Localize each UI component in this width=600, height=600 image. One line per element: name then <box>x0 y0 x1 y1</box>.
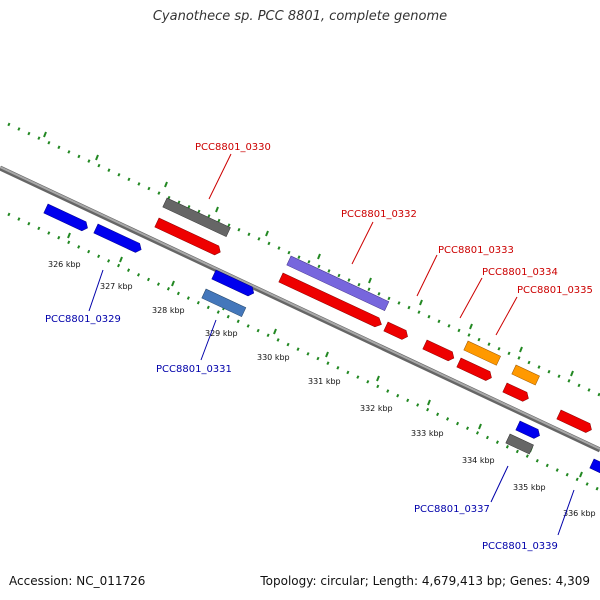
genes <box>43 197 600 478</box>
tick-label: 332 kbp <box>360 404 393 413</box>
gene-red-d[interactable] <box>502 382 531 403</box>
gene-label-0335[interactable]: PCC8801_0335 <box>517 285 593 296</box>
tick-label: 327 kbp <box>100 282 133 291</box>
gene-pcc8801-0335[interactable] <box>511 364 540 386</box>
gene-pcc8801-0333[interactable] <box>422 339 456 363</box>
gene-red-small[interactable] <box>383 321 410 341</box>
gene-label-0330[interactable]: PCC8801_0330 <box>195 142 271 153</box>
gene-pcc8801-0330[interactable] <box>162 197 231 237</box>
gene-label-0332[interactable]: PCC8801_0332 <box>341 209 417 220</box>
tick-label: 329 kbp <box>205 329 238 338</box>
gene-red-long[interactable] <box>278 272 384 329</box>
tick-label: 328 kbp <box>152 306 185 315</box>
gene-blue-f[interactable] <box>515 420 542 440</box>
gene-pcc8801-0328[interactable] <box>93 223 144 254</box>
gene-label-0333[interactable]: PCC8801_0333 <box>438 245 514 256</box>
label-leaders <box>88 153 575 536</box>
gene-pcc8801-0334[interactable] <box>463 340 501 366</box>
gene-labels: PCC8801_0330 PCC8801_0332 PCC8801_0333 P… <box>45 142 593 552</box>
gene-label-0339[interactable]: PCC8801_0339 <box>482 541 558 552</box>
outer-dotted-track <box>7 122 600 397</box>
gene-pcc8801-0337[interactable] <box>505 433 534 455</box>
gene-pcc8801-0331[interactable] <box>201 288 247 317</box>
gene-red-c[interactable] <box>456 357 494 382</box>
map-title: Cyanothece sp. PCC 8801, complete genome <box>152 9 448 24</box>
accession-text: Accession: NC_011726 <box>9 574 146 588</box>
outer-major-ticks <box>43 131 574 377</box>
tick-label: 333 kbp <box>411 429 444 438</box>
gene-pcc8801-0339[interactable] <box>589 458 600 478</box>
gene-label-0334[interactable]: PCC8801_0334 <box>482 267 558 278</box>
tick-label: 326 kbp <box>48 260 81 269</box>
gene-label-0329[interactable]: PCC8801_0329 <box>45 314 121 325</box>
gene-red-e[interactable] <box>556 409 594 434</box>
gene-pcc8801-0332[interactable] <box>286 255 390 312</box>
genome-backbone-highlight <box>0 166 600 450</box>
tick-label: 331 kbp <box>308 377 341 386</box>
topology-text: Topology: circular; Length: 4,679,413 bp… <box>260 574 590 588</box>
tick-label: 335 kbp <box>513 483 546 492</box>
gene-label-0331[interactable]: PCC8801_0331 <box>156 364 232 375</box>
tick-labels: 326 kbp 327 kbp 328 kbp 329 kbp 330 kbp … <box>48 260 596 518</box>
tick-label: 334 kbp <box>462 456 495 465</box>
gene-label-0337[interactable]: PCC8801_0337 <box>414 504 490 515</box>
gene-pcc8801-0327[interactable] <box>43 203 90 233</box>
gene-red-a[interactable] <box>154 217 223 257</box>
tick-label: 330 kbp <box>257 353 290 362</box>
gene-blue-b[interactable] <box>211 269 256 298</box>
tick-label: 336 kbp <box>563 509 596 518</box>
